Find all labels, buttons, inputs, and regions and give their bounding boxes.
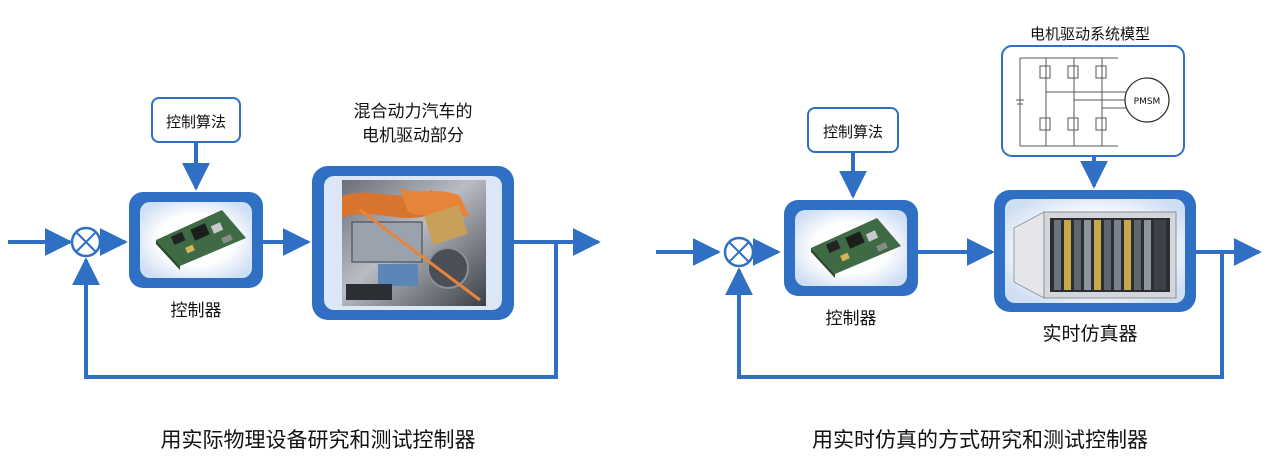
- summing-junction-icon: [723, 236, 755, 268]
- inverter-circuit-icon: [1016, 57, 1170, 147]
- right-model-box: PMSM: [1001, 45, 1185, 157]
- right-controller-block: [784, 200, 918, 296]
- left-controller-block: [129, 192, 263, 288]
- summing-junction-icon: [70, 226, 102, 258]
- left-algorithm-label: 控制算法: [166, 113, 226, 131]
- circuit-board-icon: [811, 218, 901, 278]
- right-controller-label: 控制器: [826, 309, 877, 329]
- right-algorithm-label: 控制算法: [823, 123, 883, 141]
- right-feedback-path: [725, 252, 1224, 379]
- left-feedback-path: [72, 242, 558, 379]
- right-diagram: 控制算法 控制器 电机驱动系统模型: [656, 25, 1262, 452]
- left-plant-label-line1: 混合动力汽车的: [354, 102, 473, 122]
- pmsm-label: PMSM: [1134, 97, 1161, 107]
- left-plant-label-line2: 电机驱动部分: [362, 126, 464, 146]
- left-algorithm-box: 控制算法: [151, 97, 241, 143]
- left-plant-block: [312, 166, 514, 320]
- right-algorithm-box: 控制算法: [807, 107, 899, 153]
- right-caption: 用实时仿真的方式研究和测试控制器: [812, 428, 1148, 452]
- left-diagram: 控制算法 控制器 混合动力汽车的 电机驱动部分: [8, 97, 601, 452]
- right-model-title: 电机驱动系统模型: [1030, 25, 1150, 43]
- right-simulator-block: [994, 190, 1196, 312]
- right-simulator-label: 实时仿真器: [1042, 323, 1137, 345]
- motor-assembly-icon: [342, 180, 486, 306]
- circuit-board-icon: [156, 210, 246, 270]
- left-caption: 用实际物理设备研究和测试控制器: [161, 428, 476, 452]
- left-controller-label: 控制器: [171, 301, 222, 321]
- pxi-chassis-icon: [1013, 211, 1177, 299]
